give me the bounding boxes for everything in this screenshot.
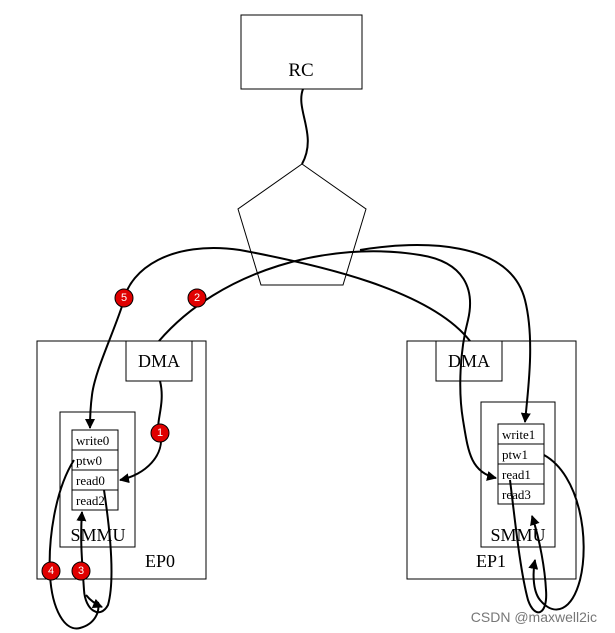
rc-label: RC	[288, 60, 313, 81]
arrow-step-3-tip	[85, 594, 103, 609]
step-marker-2: 2	[187, 288, 207, 308]
arrow-step-5	[85, 247, 471, 429]
arrow-ep1-read3	[509, 479, 548, 614]
arrow-step-2	[158, 250, 497, 481]
ep1-smmu-label: SMMU	[490, 525, 545, 545]
smmu-entry: write0	[76, 433, 109, 448]
arrow-step-3	[76, 489, 113, 614]
ep0-label: EP0	[145, 551, 175, 571]
step-marker-4: 4	[41, 561, 61, 581]
rc-switch-link	[300, 88, 309, 165]
svg-text:4: 4	[48, 565, 54, 577]
step-marker-1: 1	[150, 423, 170, 443]
rc-node: RC	[240, 14, 363, 90]
smmu-entry: ptw1	[502, 447, 528, 462]
smmu-entry: write1	[502, 427, 535, 442]
switch-pentagon	[237, 163, 367, 286]
arrow-ep1-ptw1	[528, 454, 585, 611]
table-cell	[497, 483, 545, 505]
svg-text:5: 5	[121, 292, 127, 304]
arrow-write1	[359, 244, 532, 423]
arrow-step-4	[48, 459, 100, 630]
ep1-dma-label: DMA	[448, 351, 490, 371]
smmu-entry: read3	[502, 487, 531, 502]
smmu-entry: read0	[76, 473, 105, 488]
watermark: CSDN @maxwell2ic	[471, 609, 597, 625]
ep0-smmu-label: SMMU	[70, 525, 125, 545]
smmu-entry: read2	[76, 493, 105, 508]
ep1-dma: DMA	[435, 340, 503, 382]
ep0-dma: DMA	[125, 340, 193, 382]
svg-text:3: 3	[78, 565, 84, 577]
smmu-entry: ptw0	[76, 453, 102, 468]
ep0-smmu-table: write0 ptw0 read0 read2	[71, 429, 119, 511]
ep1-smmu-table: write1 ptw1 read1 read3	[497, 423, 545, 505]
step-marker-3: 3	[71, 561, 91, 581]
svg-text:2: 2	[194, 292, 200, 304]
smmu-entry: read1	[502, 467, 531, 482]
svg-text:1: 1	[157, 427, 163, 439]
ep1-label: EP1	[476, 551, 506, 571]
step-marker-5: 5	[114, 288, 134, 308]
ep0-dma-label: DMA	[138, 351, 180, 371]
